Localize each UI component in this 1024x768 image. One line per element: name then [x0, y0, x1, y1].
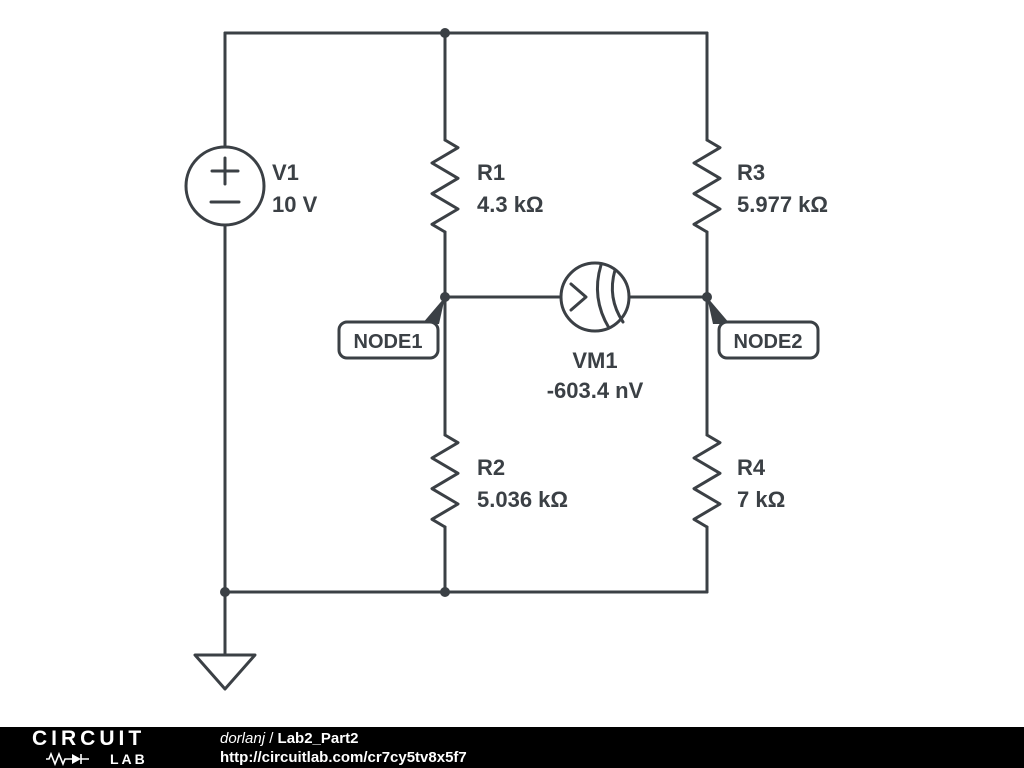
ground-symbol	[193, 653, 257, 691]
node2-pointer	[707, 297, 730, 324]
footer-url[interactable]: http://circuitlab.com/cr7cy5tv8x5f7	[220, 748, 467, 766]
r3-resistor: R3 5.977 kΩ	[692, 138, 828, 234]
node2-flag: NODE2	[707, 297, 820, 360]
circuit-schematic: V1 10 V R1 4.3 kΩ R3 5.977 kΩ R2 5.036 k…	[184, 28, 829, 691]
r4-resistor: R4 7 kΩ	[692, 433, 785, 529]
vm1-circle	[559, 261, 631, 333]
junction-dot	[440, 292, 450, 302]
vm1-value-label: -603.4 nV	[547, 378, 644, 403]
node2-label: NODE2	[734, 331, 803, 353]
junction-dot	[440, 28, 450, 38]
r3-value-label: 5.977 kΩ	[737, 192, 828, 217]
logo-resistor-diode-icon	[46, 752, 89, 766]
r3-ref-label: R3	[737, 160, 765, 185]
r2-resistor: R2 5.036 kΩ	[430, 433, 568, 529]
r1-zigzag	[430, 138, 460, 234]
v1-ref-label: V1	[272, 160, 299, 185]
junction-dot	[220, 587, 230, 597]
footer-project-line: dorlanj / Lab2_Part2	[220, 729, 467, 748]
vm1-chevron-icon	[569, 282, 588, 312]
vm1-ref-label: VM1	[572, 348, 617, 373]
junction-dots	[220, 28, 712, 597]
node1-pointer	[422, 297, 445, 324]
r2-ref-label: R2	[477, 455, 505, 480]
logo-text-lab: LAB	[110, 751, 148, 767]
footer-author: dorlanj	[220, 729, 266, 747]
r4-ref-label: R4	[737, 455, 766, 480]
footer-project-title: Lab2_Part2	[277, 729, 359, 747]
node1-label: NODE1	[354, 331, 423, 353]
node2-box	[717, 320, 820, 360]
r1-value-label: 4.3 kΩ	[477, 192, 544, 217]
wires	[223, 31, 709, 657]
v1-circle	[184, 145, 266, 227]
footer-bar: CIRCUIT LAB dorlanj / Lab2_Part2 http://…	[0, 727, 1024, 768]
v1-value-label: 10 V	[272, 192, 318, 217]
node1-flag: NODE1	[337, 297, 445, 360]
r2-zigzag	[430, 433, 460, 529]
v1-voltage-source: V1 10 V	[184, 145, 318, 227]
r4-value-label: 7 kΩ	[737, 487, 785, 512]
ground-triangle	[193, 653, 257, 691]
junction-dot	[702, 292, 712, 302]
r3-zigzag	[692, 138, 722, 234]
junction-dot	[440, 587, 450, 597]
r4-zigzag	[692, 433, 722, 529]
vm1-voltmeter: VM1 -603.4 nV	[547, 261, 644, 403]
r1-resistor: R1 4.3 kΩ	[430, 138, 544, 234]
r2-value-label: 5.036 kΩ	[477, 487, 568, 512]
vm1-dial-arc-1	[595, 263, 611, 330]
circuitlab-logo: CIRCUIT LAB	[32, 728, 184, 767]
vm1-dial-arc-2	[610, 268, 625, 324]
footer-text-block: dorlanj / Lab2_Part2 http://circuitlab.c…	[220, 729, 467, 767]
footer-divider: /	[265, 729, 278, 747]
r1-ref-label: R1	[477, 160, 505, 185]
node1-box	[337, 320, 440, 360]
logo-text-circuit: CIRCUIT	[32, 727, 146, 750]
